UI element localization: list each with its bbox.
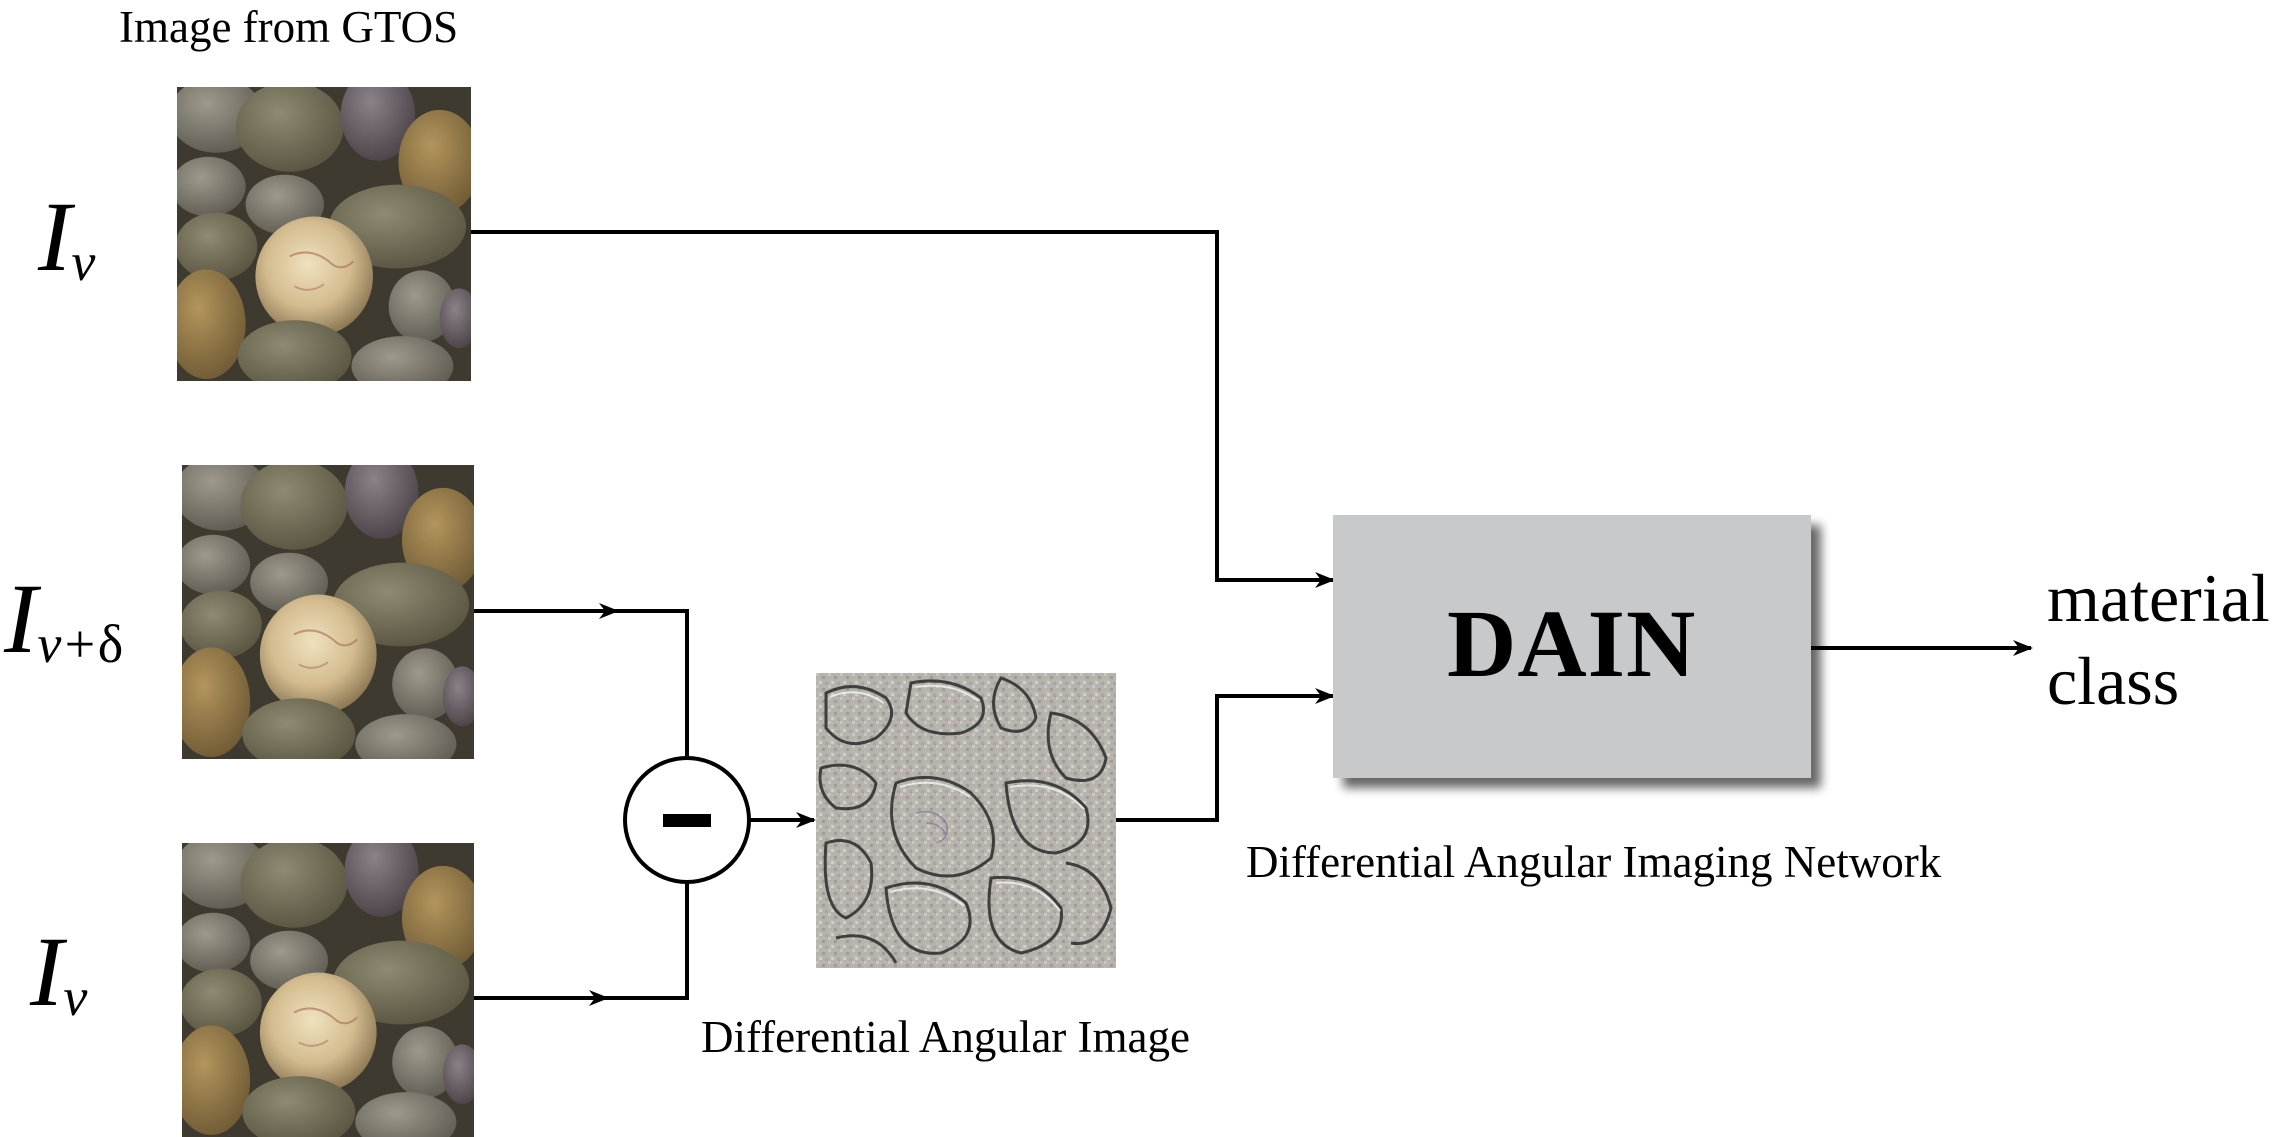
input-label-middle-sub-delta: δ xyxy=(97,613,124,674)
input-label-top: Iv xyxy=(38,187,95,289)
output-label: material class xyxy=(2047,557,2294,723)
output-label-line2: class xyxy=(2047,642,2180,719)
minus-icon xyxy=(663,814,711,827)
input-label-bottom: Iv xyxy=(30,922,87,1024)
connector-diff-to-dain xyxy=(1116,688,1335,822)
input-label-middle-sub-v: v+ xyxy=(37,613,98,674)
differential-angular-image xyxy=(816,673,1116,968)
connector-bottom-to-operator xyxy=(602,882,689,1000)
differential-image-caption: Differential Angular Image xyxy=(701,1012,1190,1062)
connectors xyxy=(471,230,2033,1006)
network-caption: Differential Angular Imaging Network xyxy=(1246,837,1942,887)
dain-box-fill xyxy=(1333,515,1811,778)
connector-top-to-dain xyxy=(471,230,1335,588)
input-label-top-sub: v xyxy=(71,231,96,292)
input-label-bottom-base: I xyxy=(30,916,64,1027)
source-caption: Image from GTOS xyxy=(119,2,459,52)
input-label-top-base: I xyxy=(38,181,72,292)
input-label-middle: Iv+δ xyxy=(4,569,123,671)
edge-map-icon xyxy=(818,676,1113,964)
dain-label: DAIN xyxy=(1447,590,1697,697)
subtract-operator xyxy=(623,756,751,884)
input-image-middle xyxy=(182,465,474,759)
input-label-middle-sub: v+δ xyxy=(37,614,123,674)
input-label-bottom-sub: v xyxy=(63,966,88,1027)
input-image-top xyxy=(177,87,471,381)
pebble-texture-icon xyxy=(182,465,474,759)
input-image-bottom xyxy=(182,843,474,1137)
dain-network-box xyxy=(1333,515,1811,778)
pebble-texture-icon xyxy=(182,843,474,1137)
pebble-texture-icon xyxy=(177,87,471,381)
output-label-line1: material xyxy=(2047,560,2270,636)
input-label-middle-base: I xyxy=(4,563,38,674)
connector-middle-to-operator xyxy=(612,609,689,756)
